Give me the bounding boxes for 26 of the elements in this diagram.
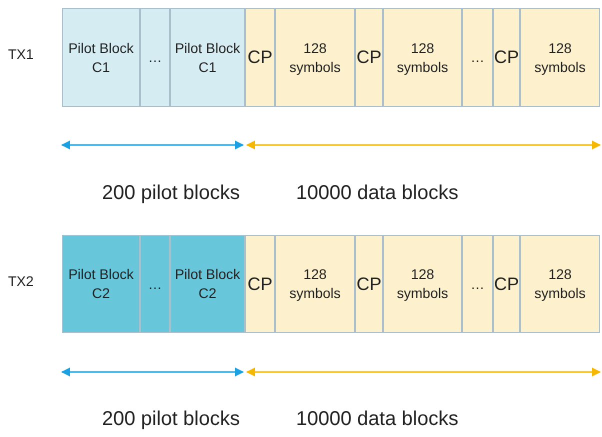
span-label: 200 pilot blocks xyxy=(102,408,240,431)
cyclic-prefix-cell: CP xyxy=(355,235,383,333)
symbol-block-cell: 128 symbols xyxy=(383,8,462,107)
pilot-block-cell: Pilot Block C1 xyxy=(170,8,245,107)
symbol-block-cell: 128 symbols xyxy=(520,235,600,333)
cyclic-prefix-cell: CP xyxy=(493,235,520,333)
ellipsis-cell: … xyxy=(140,235,170,333)
span-label: 10000 data blocks xyxy=(296,182,458,205)
cyclic-prefix-cell: CP xyxy=(355,8,383,107)
symbol-block-cell: 128 symbols xyxy=(275,235,355,333)
span-label: 200 pilot blocks xyxy=(102,182,240,205)
cyclic-prefix-cell: CP xyxy=(245,235,275,333)
span-label: 10000 data blocks xyxy=(296,408,458,431)
cyclic-prefix-cell: CP xyxy=(245,8,275,107)
ellipsis-cell: … xyxy=(140,8,170,107)
row-label: TX1 xyxy=(8,46,34,62)
ellipsis-cell: … xyxy=(462,8,493,107)
symbol-block-cell: 128 symbols xyxy=(520,8,600,107)
cyclic-prefix-cell: CP xyxy=(493,8,520,107)
pilot-block-cell: Pilot Block C2 xyxy=(62,235,140,333)
ellipsis-cell: … xyxy=(462,235,493,333)
symbol-block-cell: 128 symbols xyxy=(275,8,355,107)
pilot-block-cell: Pilot Block C2 xyxy=(170,235,245,333)
symbol-block-cell: 128 symbols xyxy=(383,235,462,333)
pilot-block-cell: Pilot Block C1 xyxy=(62,8,140,107)
row-label: TX2 xyxy=(8,273,34,289)
